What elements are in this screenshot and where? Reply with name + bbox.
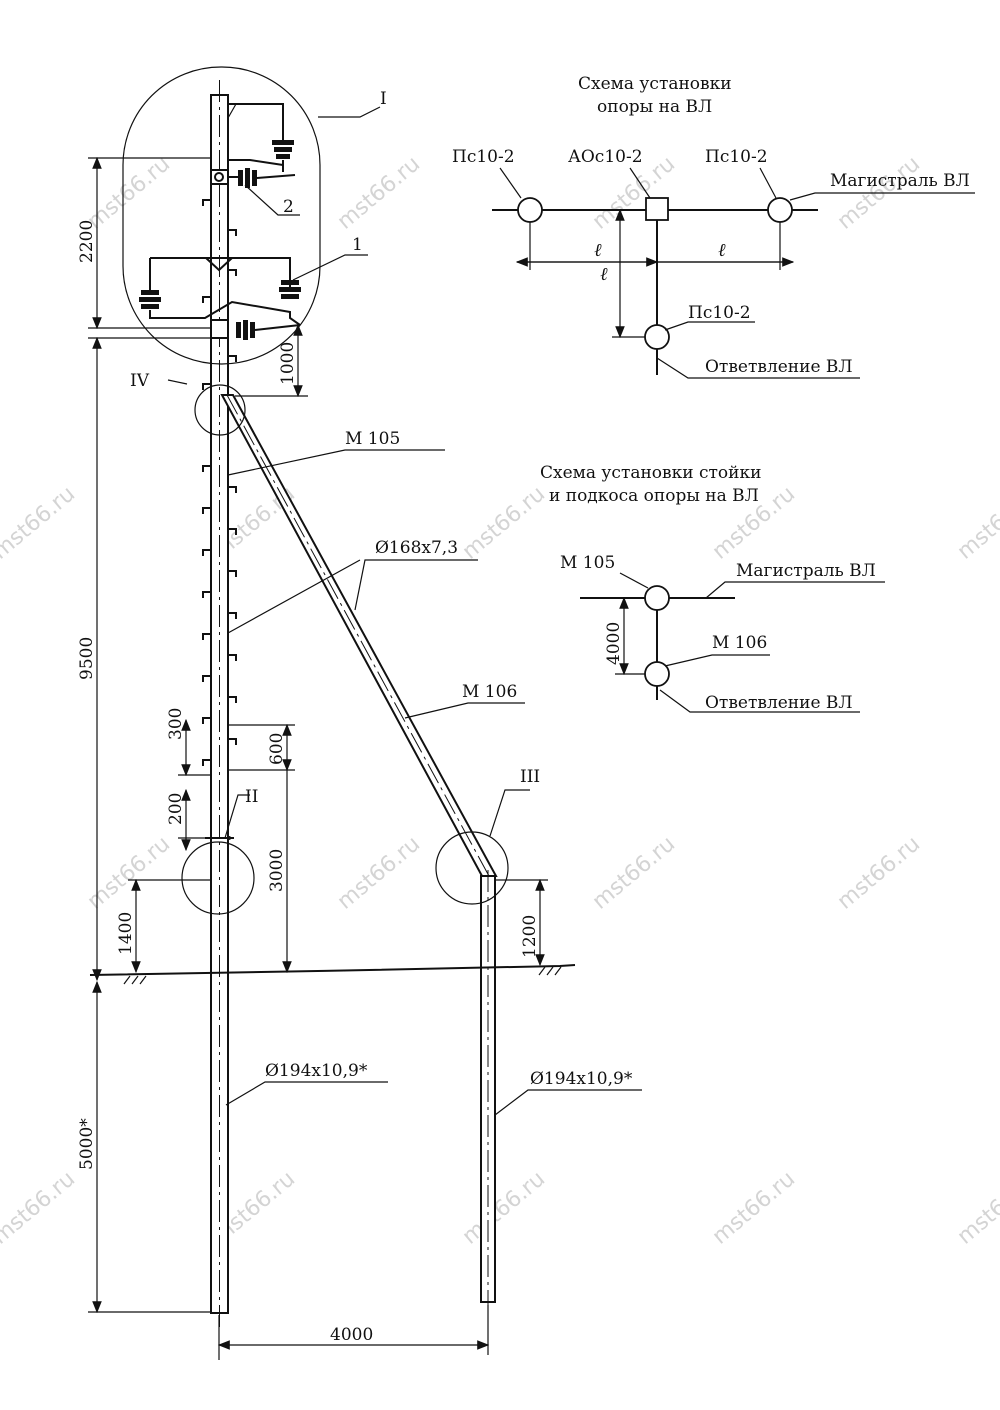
pipe-lower-left-label: Ø194x10,9* [265, 1061, 368, 1081]
dim-600: 600 [267, 733, 287, 765]
scheme2-m105: М 105 [560, 553, 615, 573]
scheme1-branch: Ответвление ВЛ [705, 357, 853, 377]
scheme2-mainline: Магистраль ВЛ [736, 561, 876, 581]
scheme1-pc-right: Пс10-2 [705, 147, 768, 167]
scheme-stand-strut-installation: Схема установки стойки и подкоса опоры н… [540, 463, 885, 713]
main-pole [202, 80, 237, 1330]
dim-5000: 5000* [77, 1118, 97, 1170]
callout-2-label: 2 [283, 197, 294, 217]
pole-top-fittings [122, 66, 321, 365]
scheme-support-installation: Схема установки опоры на ВЛ Пс10-2 АОс10… [452, 74, 975, 379]
callout-i-label: I [380, 89, 387, 109]
scheme1-span-left: ℓ [594, 240, 602, 261]
scheme1-title-line2: опоры на ВЛ [597, 97, 712, 117]
scheme2-m106: М 106 [712, 633, 767, 653]
pipe-lower-right-label: Ø194x10,9* [530, 1069, 633, 1089]
watermark: mst66.ru [0, 1166, 80, 1249]
watermark: mst66.ru [458, 481, 550, 564]
dimension-texts: 2200 9500 5000* 1000 1400 300 200 600 30… [77, 220, 540, 1345]
scheme2-title-line1: Схема установки стойки [540, 463, 761, 483]
watermark: mst66.ru [0, 481, 80, 564]
dim-1200: 1200 [520, 915, 540, 958]
callout-iii-label: III [520, 767, 540, 787]
scheme1-pc-bottom: Пс10-2 [688, 303, 751, 323]
scheme1-span-right: ℓ [718, 240, 726, 261]
callout-iv-label: IV [130, 371, 150, 391]
dim-1400: 1400 [116, 912, 136, 955]
watermark: mst66.ru [953, 1166, 1000, 1249]
scheme1-title-line1: Схема установки [578, 74, 732, 94]
scheme2-dim4000: 4000 [604, 622, 624, 665]
scheme1-span-vertical: ℓ [600, 264, 608, 285]
dim-2200: 2200 [77, 220, 97, 263]
m105-label: М 105 [345, 429, 400, 449]
watermark: mst66.ru [588, 831, 680, 914]
top-callouts: I 2 1 [244, 89, 387, 281]
watermark: mst66.ru [333, 831, 425, 914]
dim-9500: 9500 [77, 637, 97, 680]
dim-300: 300 [166, 708, 186, 740]
m106-label: М 106 [462, 682, 517, 702]
callout-1-label: 1 [352, 235, 363, 255]
watermark: mst66.ru [708, 1166, 800, 1249]
dim-3000: 3000 [267, 849, 287, 892]
scheme1-mainline: Магистраль ВЛ [830, 171, 970, 191]
dim-4000: 4000 [330, 1325, 373, 1345]
dim-200: 200 [166, 793, 186, 825]
scheme2-title-line2: и подкоса опоры на ВЛ [549, 486, 759, 506]
watermark: mst66.ru [833, 831, 925, 914]
strut-brace [220, 394, 498, 1310]
ground-line [89, 964, 576, 985]
pipe-upper-label: Ø168x7,3 [375, 538, 458, 558]
scheme1-aoc-center: АОс10-2 [568, 147, 643, 167]
pipe-labels: М 105 Ø168x7,3 М 106 Ø194x10,9* Ø194x10,… [225, 429, 642, 1116]
watermark: mst66.ru [333, 151, 425, 234]
dim-1000: 1000 [278, 342, 298, 385]
watermark: mst66.ru [953, 481, 1000, 564]
scheme2-branch: Ответвление ВЛ [705, 693, 853, 713]
dimensions [88, 156, 548, 1360]
scheme1-pc-left: Пс10-2 [452, 147, 515, 167]
detail-circles: IV II III [130, 371, 540, 915]
watermark: mst66.ru [458, 1166, 550, 1249]
callout-ii-label: II [245, 787, 258, 807]
